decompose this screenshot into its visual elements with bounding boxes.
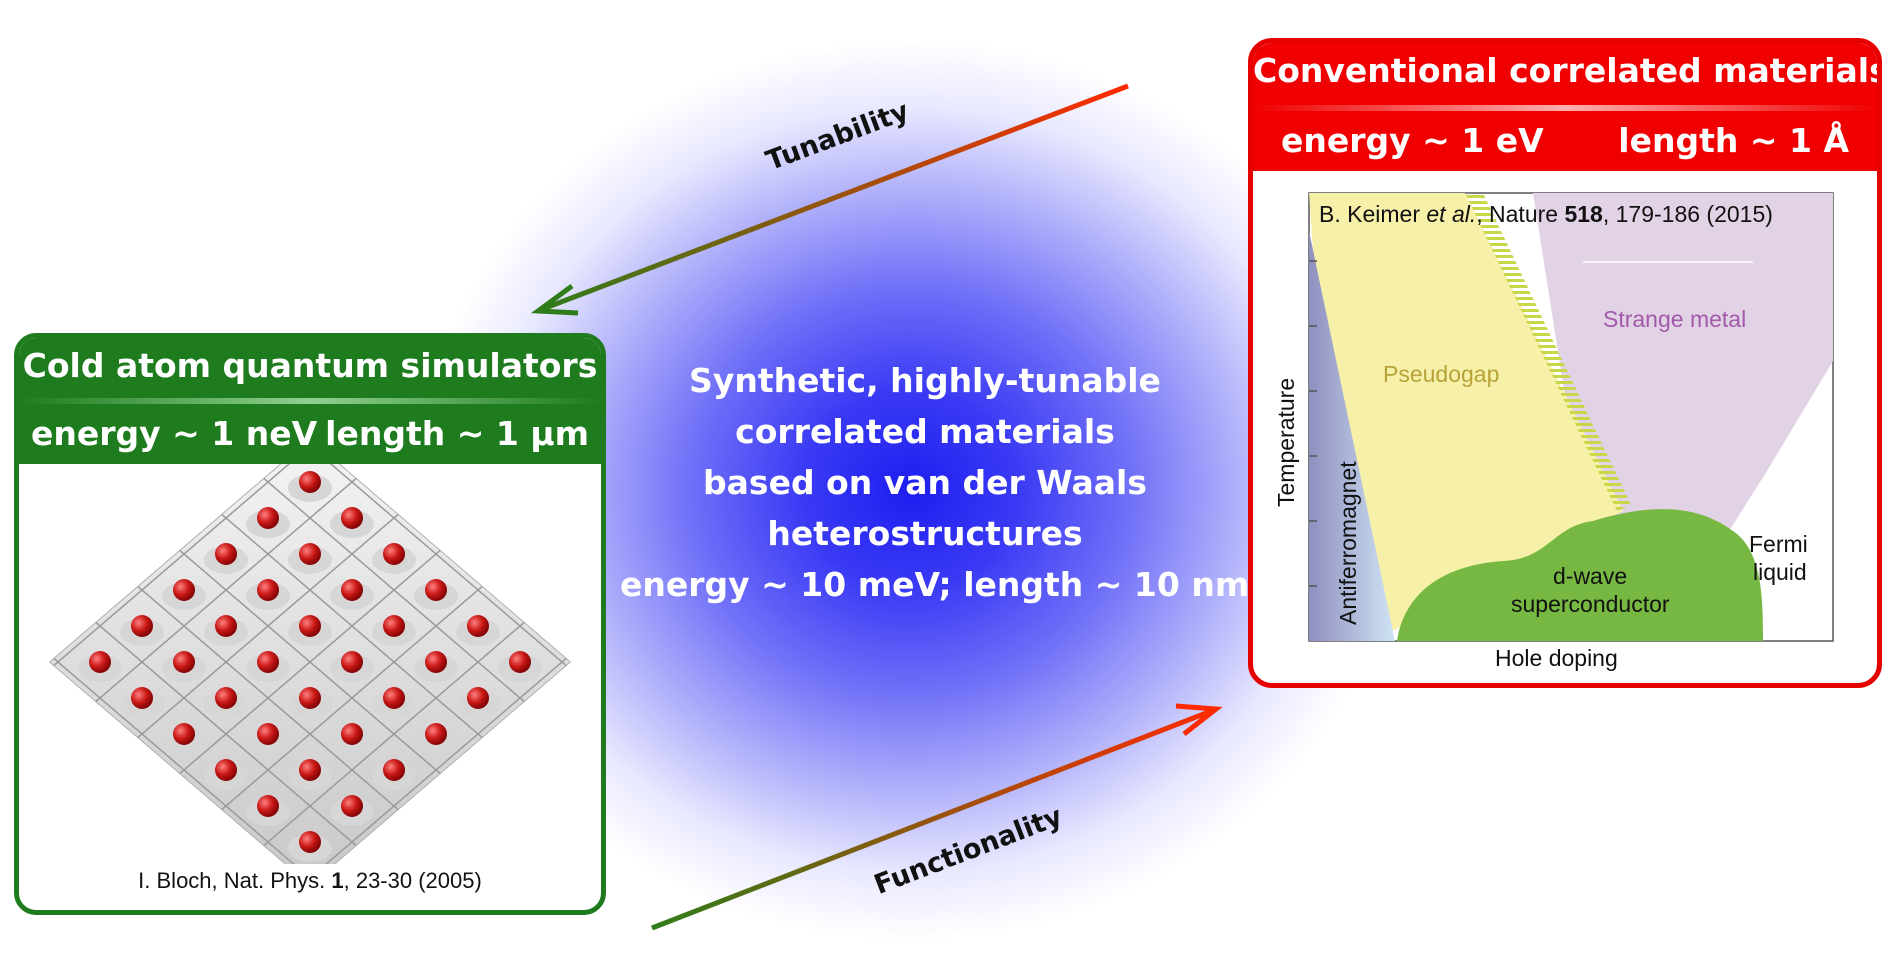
atom bbox=[257, 723, 279, 745]
center-line-5: energy ~ 10 meV; length ~ 10 nm bbox=[620, 565, 1250, 604]
lattice-ridge bbox=[263, 621, 525, 847]
atom bbox=[173, 651, 195, 673]
antiferromagnet-region bbox=[1309, 231, 1395, 641]
header-separator bbox=[19, 398, 601, 404]
conventional-energy: energy ~ 1 eV bbox=[1281, 121, 1544, 160]
atom bbox=[467, 687, 489, 709]
atom bbox=[131, 687, 153, 709]
temperature-axis-label: Temperature bbox=[1273, 377, 1299, 507]
atom bbox=[299, 687, 321, 709]
superconductor-label-2: superconductor bbox=[1511, 591, 1670, 617]
center-description: Synthetic, highly-tunable correlated mat… bbox=[620, 355, 1250, 610]
conventional-title: Conventional correlated materials bbox=[1253, 51, 1882, 90]
lattice-ridge bbox=[95, 621, 357, 847]
fermi-liquid-label-2: liquid bbox=[1753, 559, 1807, 585]
atom bbox=[299, 615, 321, 637]
citation-etal: et al. bbox=[1426, 201, 1477, 227]
atom bbox=[89, 651, 111, 673]
optical-lattice-illustration bbox=[48, 464, 572, 864]
center-line-2: correlated materials bbox=[735, 412, 1115, 451]
atom bbox=[299, 471, 321, 493]
atom bbox=[467, 615, 489, 637]
atom bbox=[257, 579, 279, 601]
atom bbox=[341, 651, 363, 673]
atom bbox=[215, 615, 237, 637]
atom bbox=[215, 687, 237, 709]
y-ticks bbox=[1309, 260, 1317, 587]
pseudogap-label: Pseudogap bbox=[1383, 361, 1500, 387]
atom bbox=[257, 651, 279, 673]
citation-suffix: , 179-186 (2015) bbox=[1602, 201, 1773, 227]
atom bbox=[299, 543, 321, 565]
lattice-ridge bbox=[137, 585, 399, 811]
atom bbox=[215, 759, 237, 781]
citation-journal: , Nature bbox=[1476, 201, 1565, 227]
citation-suffix: , 23-30 (2005) bbox=[343, 868, 482, 893]
citation-prefix: B. Keimer bbox=[1319, 201, 1427, 227]
lattice-ridge bbox=[325, 657, 567, 864]
cuprate-phase-diagram bbox=[1308, 192, 1834, 642]
atom bbox=[257, 507, 279, 529]
superconductor-label-1: d-wave bbox=[1553, 563, 1628, 589]
atom bbox=[425, 723, 447, 745]
atom bbox=[341, 723, 363, 745]
citation-prefix: I. Bloch, Nat. Phys. bbox=[138, 868, 332, 893]
pseudogap-boundary bbox=[1465, 193, 1631, 511]
header-separator bbox=[1253, 105, 1877, 111]
cold-atom-panel: Cold atom quantum simulators energy ~ 1 … bbox=[14, 333, 606, 915]
atom bbox=[299, 759, 321, 781]
atom bbox=[131, 615, 153, 637]
center-line-3: based on van der Waals bbox=[703, 463, 1147, 502]
atom bbox=[299, 831, 321, 853]
atom bbox=[173, 723, 195, 745]
atom bbox=[257, 795, 279, 817]
antiferromagnet-label: Antiferromagnet bbox=[1335, 461, 1361, 625]
lattice-sheet bbox=[48, 464, 572, 864]
atom bbox=[383, 615, 405, 637]
atom bbox=[341, 507, 363, 529]
atom bbox=[383, 543, 405, 565]
atom bbox=[341, 795, 363, 817]
atom bbox=[383, 687, 405, 709]
center-line-4: heterostructures bbox=[767, 514, 1083, 553]
superconductor-dome bbox=[1397, 509, 1763, 641]
atom bbox=[425, 579, 447, 601]
center-line-1: Synthetic, highly-tunable bbox=[689, 361, 1161, 400]
cold-atom-header bbox=[19, 338, 601, 464]
fermi-liquid-label-1: Fermi bbox=[1749, 531, 1808, 557]
pseudogap-region bbox=[1309, 193, 1623, 641]
lattice-ridge bbox=[179, 549, 441, 775]
cold-atom-citation: I. Bloch, Nat. Phys. 1, 23-30 (2005) bbox=[19, 868, 601, 894]
atom bbox=[383, 759, 405, 781]
cold-atom-title: Cold atom quantum simulators bbox=[22, 346, 598, 385]
tunability-arrow bbox=[530, 83, 1129, 316]
conventional-materials-panel: Conventional correlated materials energy… bbox=[1248, 38, 1882, 688]
lattice-ridge bbox=[221, 585, 483, 811]
conventional-header bbox=[1253, 43, 1877, 171]
strange-metal-label: Strange metal bbox=[1603, 306, 1747, 332]
conventional-length: length ~ 1 Å bbox=[1618, 121, 1849, 160]
atom bbox=[215, 543, 237, 565]
citation-keimer: B. Keimer et al., Nature 518, 179-186 (2… bbox=[1319, 201, 1773, 228]
atom bbox=[341, 579, 363, 601]
cold-atom-energy: energy ~ 1 neV bbox=[31, 414, 318, 453]
atom bbox=[509, 651, 531, 673]
lattice-ridge bbox=[53, 657, 295, 864]
citation-volume: 518 bbox=[1564, 201, 1603, 227]
citation-volume: 1 bbox=[331, 868, 344, 893]
atom bbox=[425, 651, 447, 673]
strange-metal-region bbox=[1533, 193, 1833, 531]
functionality-arrow bbox=[651, 703, 1223, 931]
atom bbox=[173, 579, 195, 601]
hole-doping-axis-label: Hole doping bbox=[1495, 645, 1618, 671]
cold-atom-length: length ~ 1 μm bbox=[325, 414, 589, 453]
